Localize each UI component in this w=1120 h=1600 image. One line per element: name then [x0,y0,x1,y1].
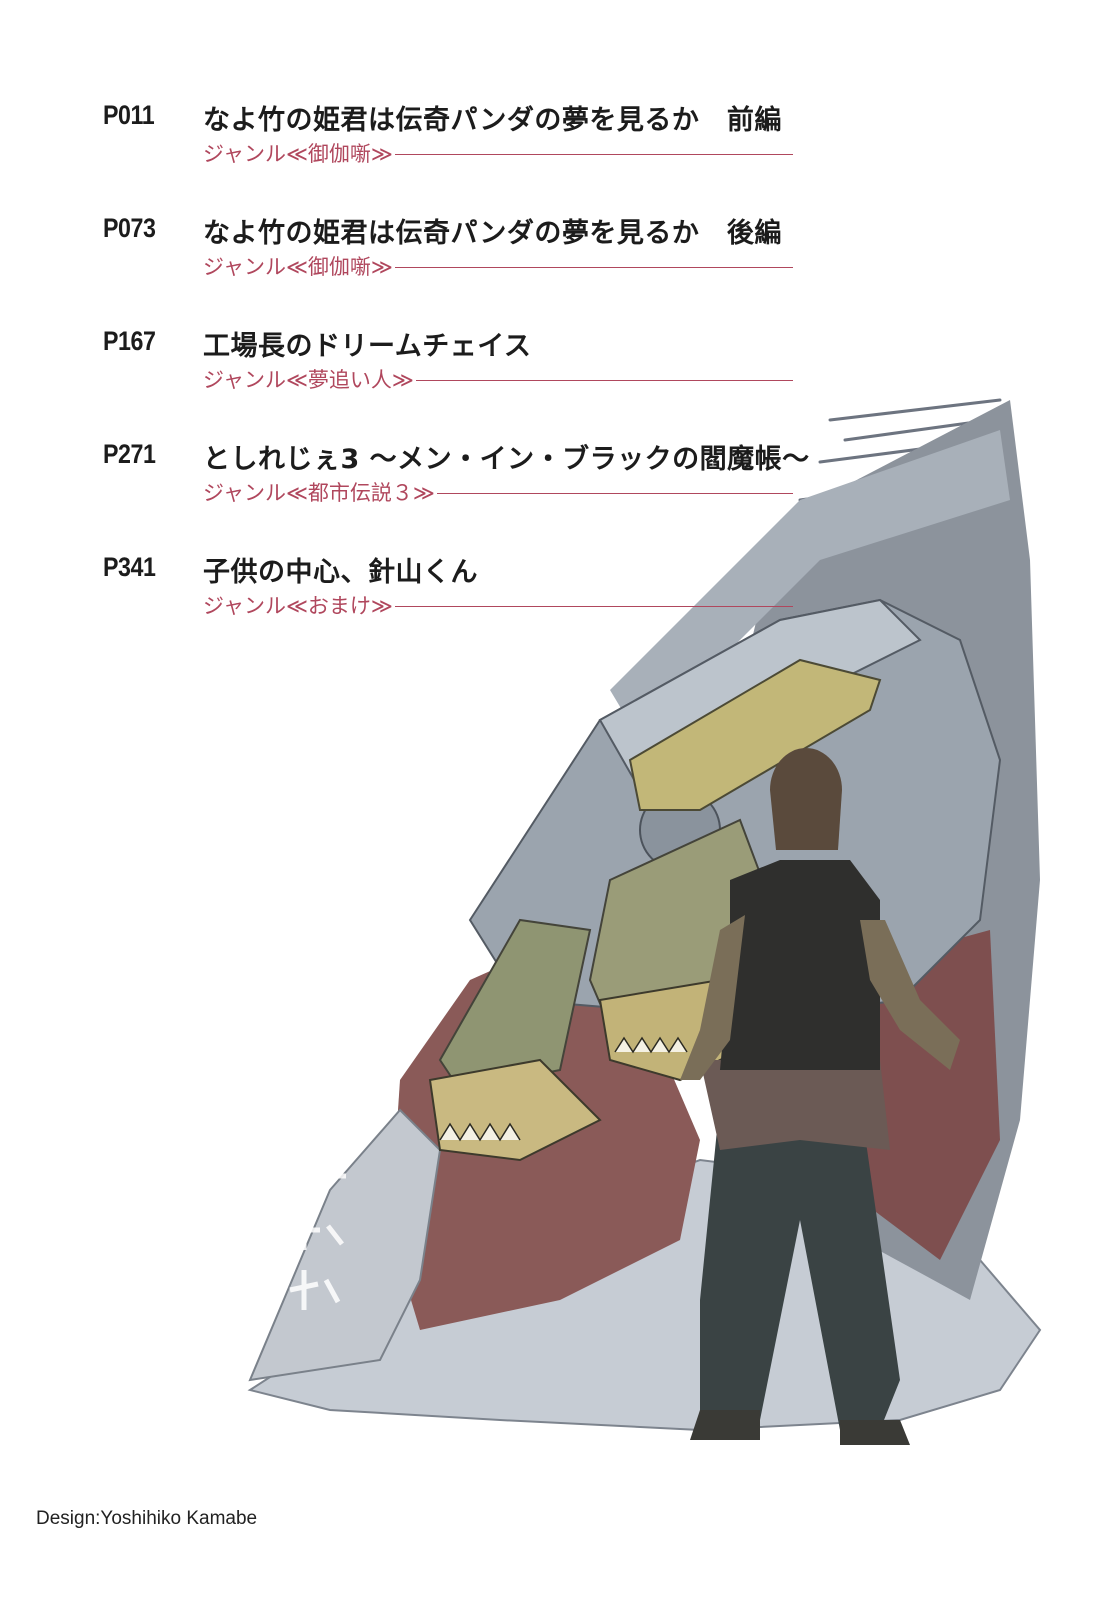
boy-torso [720,860,880,1070]
genre-rule [415,379,793,381]
chapter-title: 工場長のドリームチェイス [203,331,532,362]
genre-row: ジャンル≪御伽噺≫ [203,138,793,168]
toc-entry[interactable]: P167 工場長のドリームチェイス ジャンル≪夢追い人≫ [0,326,1120,416]
genre-rule [394,153,793,155]
boy-figure [680,748,960,1445]
page-number: P341 [103,552,156,582]
graffiti-marks [289,1166,346,1310]
genre-row: ジャンル≪御伽噺≫ [203,251,793,281]
boy-shoes [690,1410,910,1445]
genre-label: ジャンル≪御伽噺≫ [203,142,393,166]
toc-entry[interactable]: P341 子供の中心、針山くん ジャンル≪おまけ≫ [0,552,1120,642]
genre-label: ジャンル≪御伽噺≫ [203,255,393,279]
boy-shirt-tail [700,1060,890,1150]
toc-entry[interactable]: P271 としれじぇ3 ～メン・イン・ブラックの閻魔帳～ ジャンル≪都市伝説３≫ [0,439,1120,529]
design-credit: Design:Yoshihiko Kamabe [36,1508,258,1529]
chapter-title: なよ竹の姫君は伝奇パンダの夢を見るか 後編 [203,218,782,249]
genre-row: ジャンル≪おまけ≫ [203,590,793,620]
chapter-title: 子供の中心、針山くん [203,557,478,588]
boy-arm-right [860,920,960,1070]
claw-teeth [439,1036,688,1142]
genre-label: ジャンル≪都市伝説３≫ [203,481,435,505]
page-number: P271 [103,439,156,469]
genre-row: ジャンル≪都市伝説３≫ [203,477,793,507]
chapter-title: としれじぇ3 ～メン・イン・ブラックの閻魔帳～ [203,444,810,475]
genre-rule [394,605,793,607]
boy-legs [700,1100,900,1430]
genre-label: ジャンル≪おまけ≫ [203,594,393,618]
boy-head [770,748,842,850]
genre-label: ジャンル≪夢追い人≫ [203,368,414,392]
toc-entry[interactable]: P011 なよ竹の姫君は伝奇パンダの夢を見るか 前編 ジャンル≪御伽噺≫ [0,100,1120,190]
armor-plate-top [628,658,882,811]
genre-row: ジャンル≪夢追い人≫ [203,364,793,394]
boy-arm-left [680,915,745,1080]
genre-rule [436,492,793,494]
page-number: P167 [103,326,156,356]
page-number: P073 [103,213,156,243]
page-number: P011 [103,100,155,130]
genre-rule [394,266,793,268]
chapter-title: なよ竹の姫君は伝奇パンダの夢を見るか 前編 [203,105,782,136]
toc-entry[interactable]: P073 なよ竹の姫君は伝奇パンダの夢を見るか 後編 ジャンル≪御伽噺≫ [0,213,1120,303]
